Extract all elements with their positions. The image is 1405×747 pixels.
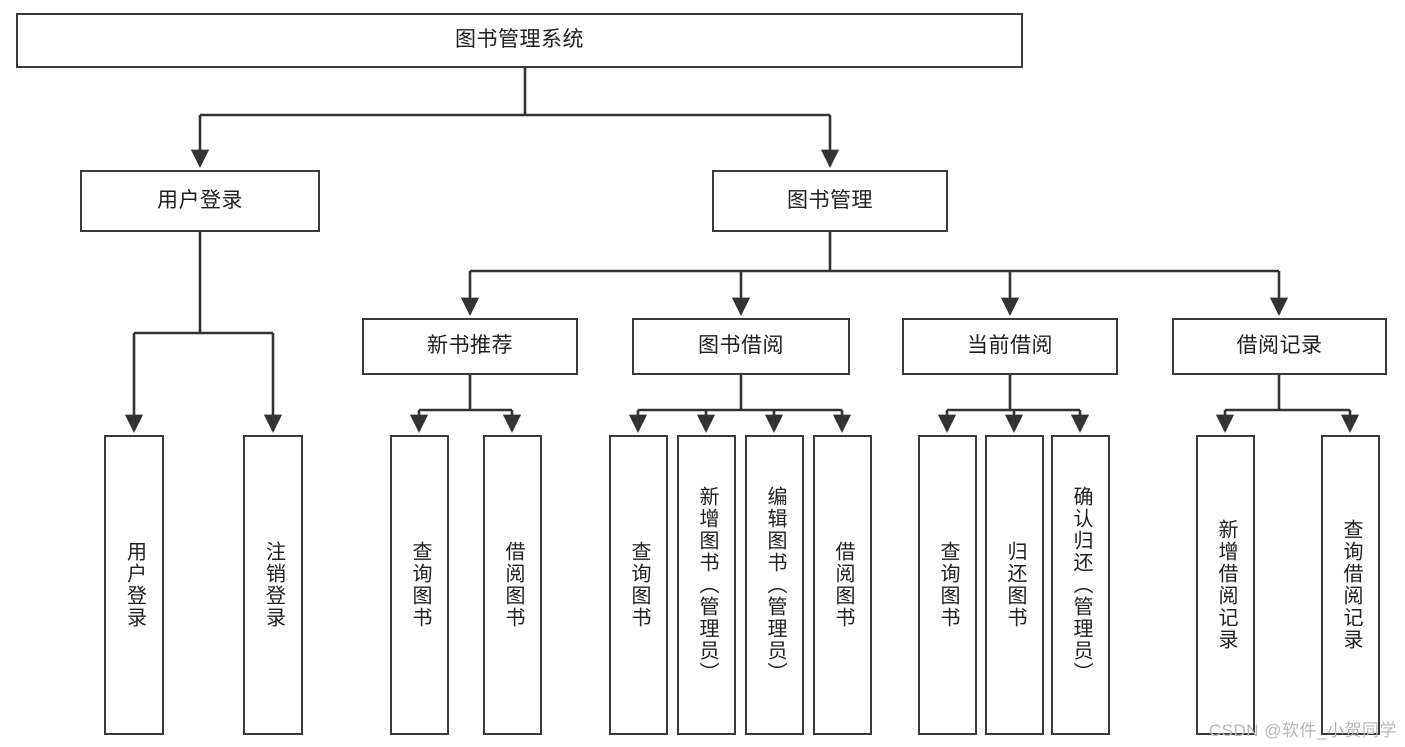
node-label: 图书借阅: [698, 334, 784, 358]
node-label: 新增借阅记录: [1215, 519, 1237, 651]
node-label: 确认归还（管理员）: [1070, 486, 1092, 684]
leaf-user-login-logout[interactable]: 注销登录: [243, 435, 303, 735]
leaf-new-book-query-book[interactable]: 查询图书: [390, 435, 449, 735]
node-label: 查询图书: [628, 541, 650, 629]
node-label: 借阅记录: [1236, 334, 1323, 358]
leaf-new-book-borrow-book[interactable]: 借阅图书: [483, 435, 542, 735]
node-book-borrow[interactable]: 图书借阅: [632, 318, 850, 375]
leaf-book-borrow-query-book[interactable]: 查询图书: [609, 435, 668, 735]
leaf-current-borrow-return-book[interactable]: 归还图书: [985, 435, 1044, 735]
leaf-borrow-record-query-record[interactable]: 查询借阅记录: [1321, 435, 1380, 735]
node-root-book-management-system[interactable]: 图书管理系统: [16, 13, 1023, 68]
node-new-book-recommend[interactable]: 新书推荐: [362, 318, 578, 375]
node-label: 查询图书: [409, 541, 431, 629]
node-borrow-record[interactable]: 借阅记录: [1172, 318, 1387, 375]
watermark: CSDN @软件_小贺同学: [1208, 721, 1397, 740]
node-label: 编辑图书（管理员）: [764, 486, 786, 684]
leaf-book-borrow-borrow-book[interactable]: 借阅图书: [813, 435, 872, 735]
node-label: 借阅图书: [502, 541, 524, 629]
leaf-book-borrow-edit-book-admin[interactable]: 编辑图书（管理员）: [745, 435, 804, 735]
node-label: 查询借阅记录: [1340, 519, 1362, 651]
leaf-borrow-record-add-record[interactable]: 新增借阅记录: [1196, 435, 1255, 735]
node-label: 查询图书: [937, 541, 959, 629]
leaf-current-borrow-query-book[interactable]: 查询图书: [918, 435, 977, 735]
node-user-login[interactable]: 用户登录: [80, 170, 320, 232]
node-label: 图书管理系统: [455, 28, 584, 52]
node-label: 图书管理: [787, 188, 873, 212]
node-label: 归还图书: [1004, 541, 1026, 629]
node-label: 当前借阅: [967, 334, 1053, 358]
node-label: 用户登录: [157, 188, 243, 212]
node-label: 用户登录: [123, 541, 146, 629]
leaf-user-login-login[interactable]: 用户登录: [104, 435, 164, 735]
node-label: 新增图书（管理员）: [696, 486, 718, 684]
node-current-borrow[interactable]: 当前借阅: [902, 318, 1118, 375]
node-book-management[interactable]: 图书管理: [712, 170, 948, 232]
node-label: 借阅图书: [832, 541, 854, 629]
node-label: 新书推荐: [427, 334, 513, 358]
node-label: 注销登录: [262, 541, 285, 629]
leaf-current-borrow-confirm-return-admin[interactable]: 确认归还（管理员）: [1051, 435, 1110, 735]
leaf-book-borrow-add-book-admin[interactable]: 新增图书（管理员）: [677, 435, 736, 735]
